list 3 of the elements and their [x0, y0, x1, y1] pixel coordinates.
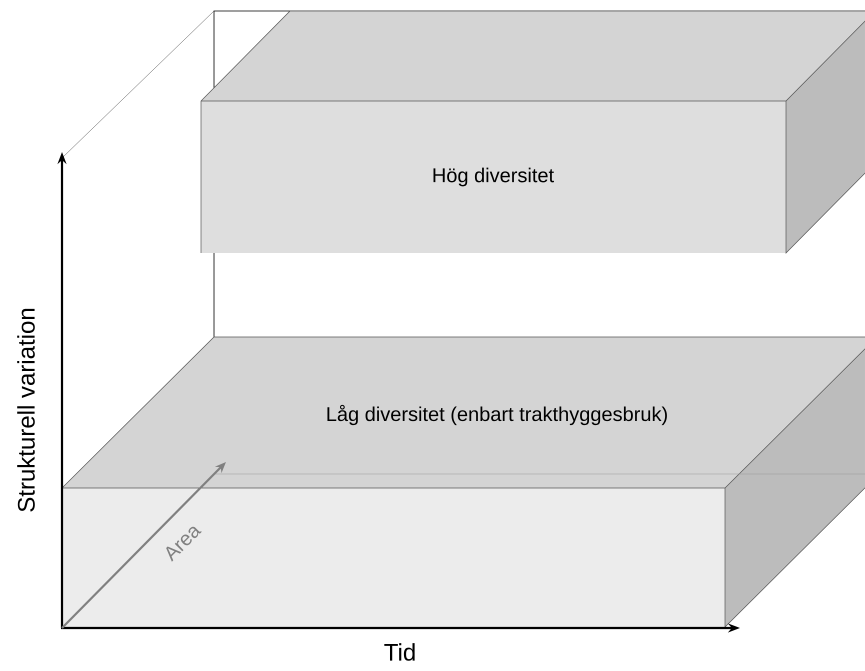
box-block: Hög diversitet: [200, 10, 865, 254]
axis-label: Strukturell variation: [17, 308, 35, 512]
axis-label: Tid: [384, 643, 415, 661]
